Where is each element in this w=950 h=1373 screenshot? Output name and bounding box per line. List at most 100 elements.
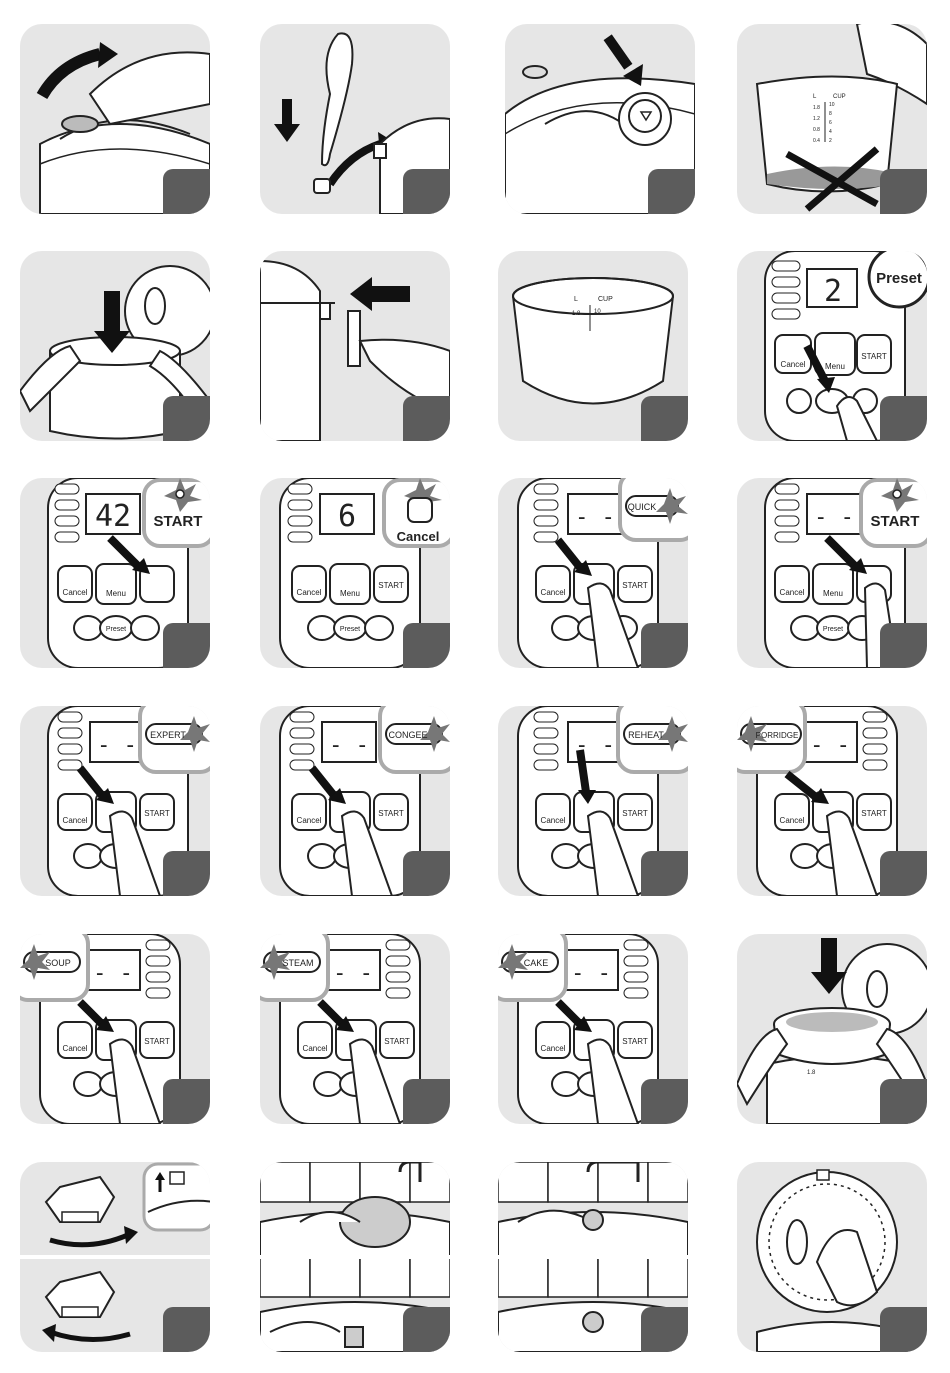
spoon-icon [320, 32, 354, 167]
arrow-icon [370, 286, 410, 302]
step-23-tile [498, 1162, 688, 1352]
step-10-tile: 6 Cancel Menu START Preset Cancel [260, 478, 450, 668]
svg-text:8: 8 [829, 111, 832, 117]
svg-text:START: START [144, 809, 170, 818]
svg-text:START: START [378, 581, 404, 590]
arrow-icon [308, 765, 340, 801]
arrow-icon [282, 99, 292, 129]
svg-text:CUP: CUP [598, 296, 613, 303]
step-6-tile [260, 251, 450, 441]
svg-text:PORRIDGE: PORRIDGE [756, 731, 799, 740]
wipe-lid-illustration [756, 1169, 908, 1352]
step-badge [641, 396, 688, 441]
reheat-mode-illustration: - - Cancel START REHEAT [517, 706, 688, 896]
svg-text:START: START [861, 809, 887, 818]
hand-icon [825, 810, 879, 896]
svg-text:START: START [871, 513, 920, 530]
step-badge [641, 851, 688, 896]
step-badge [880, 396, 927, 441]
hand-icon [358, 338, 450, 413]
hand-icon [586, 582, 640, 668]
svg-text:CONGEE: CONGEE [388, 730, 427, 740]
arrow-icon [784, 770, 820, 802]
svg-text:42: 42 [95, 499, 131, 534]
step-13-tile: - - Cancel START EXPERT [20, 706, 210, 896]
svg-text:2: 2 [824, 274, 842, 309]
svg-text:Menu: Menu [823, 589, 843, 598]
congee-mode-illustration: - - Cancel START CONGEE [279, 706, 450, 896]
step-19-tile: - - Cancel START CAKE [498, 934, 688, 1124]
svg-text:Preset: Preset [823, 626, 843, 633]
remove-valve-illustration [20, 1162, 210, 1342]
svg-text:START: START [861, 352, 887, 361]
hand-icon [88, 51, 210, 126]
svg-text:Menu: Menu [106, 589, 126, 598]
wash-lid-illustration [260, 1162, 450, 1352]
svg-text:- -: - - [97, 733, 137, 758]
hand-icon [348, 1038, 402, 1124]
hand-icon [20, 344, 82, 413]
svg-text:6: 6 [829, 120, 832, 126]
hand-icon [737, 1027, 789, 1107]
hand-icon [586, 810, 640, 896]
svg-text:Cancel: Cancel [63, 588, 88, 597]
svg-text:Cancel: Cancel [541, 816, 566, 825]
step-badge [880, 623, 927, 668]
arrow-icon [49, 1231, 132, 1248]
svg-text:CAKE: CAKE [524, 958, 549, 968]
arrow-icon [107, 535, 143, 571]
step-20-tile: 1.8 [737, 934, 927, 1124]
svg-text:4: 4 [829, 129, 832, 135]
svg-text:Cancel: Cancel [541, 1044, 566, 1053]
hand-icon [835, 396, 879, 441]
steam-valve-illustration [505, 34, 695, 214]
svg-text:Menu: Menu [825, 362, 845, 371]
step-24-tile [737, 1162, 927, 1352]
step-badge [403, 1079, 450, 1124]
svg-text:- -: - - [93, 961, 133, 986]
svg-text:1.8: 1.8 [807, 1070, 816, 1076]
step-1-tile [20, 24, 210, 214]
step-4-tile: L CUP 1.8 1.2 0.8 0.4 10 8 6 4 2 [737, 24, 927, 214]
soup-mode-illustration: - - Cancel START SOUP [20, 934, 181, 1124]
step-badge [163, 396, 210, 441]
faucet-icon [398, 1162, 422, 1182]
svg-text:2: 2 [829, 138, 832, 144]
porridge-mode-illustration: - - Cancel START PORRIDGE [737, 706, 898, 896]
step-badge [403, 396, 450, 441]
svg-text:START: START [622, 1037, 648, 1046]
svg-text:Cancel: Cancel [541, 588, 566, 597]
svg-text:- -: - - [810, 733, 850, 758]
step-badge [880, 1307, 927, 1352]
svg-text:1.2: 1.2 [813, 116, 820, 122]
svg-text:1.8: 1.8 [572, 311, 581, 317]
cancel-keepwarm-illustration: 6 Cancel Menu START Preset Cancel [279, 478, 450, 668]
svg-text:L: L [813, 94, 817, 100]
step-8-tile: 2 Cancel Menu START Preset [737, 251, 927, 441]
hand-icon [299, 1211, 361, 1223]
step-22-tile [260, 1162, 450, 1352]
arrow-icon [554, 537, 586, 573]
hand-icon [108, 810, 162, 896]
arrow-icon [555, 999, 585, 1029]
cake-mode-illustration: - - Cancel START CAKE [498, 934, 659, 1124]
valve-icon [44, 1175, 116, 1223]
svg-text:Menu: Menu [340, 589, 360, 598]
svg-text:10: 10 [829, 102, 835, 108]
arrow-icon [36, 48, 102, 100]
svg-text:- -: - - [575, 505, 615, 530]
step-badge [641, 1079, 688, 1124]
step-badge [880, 851, 927, 896]
step-badge [403, 1307, 450, 1352]
svg-text:Cancel: Cancel [63, 816, 88, 825]
svg-text:L: L [574, 296, 578, 303]
step-badge [403, 623, 450, 668]
svg-text:10: 10 [594, 309, 601, 315]
svg-text:Cancel: Cancel [297, 816, 322, 825]
step-18-tile: - - Cancel START STEAM [260, 934, 450, 1124]
preset-panel-illustration: 2 Cancel Menu START Preset [764, 251, 927, 441]
step-badge [403, 169, 450, 214]
arrow-icon [317, 999, 347, 1029]
step-badge [163, 169, 210, 214]
step-badge [641, 1307, 688, 1352]
